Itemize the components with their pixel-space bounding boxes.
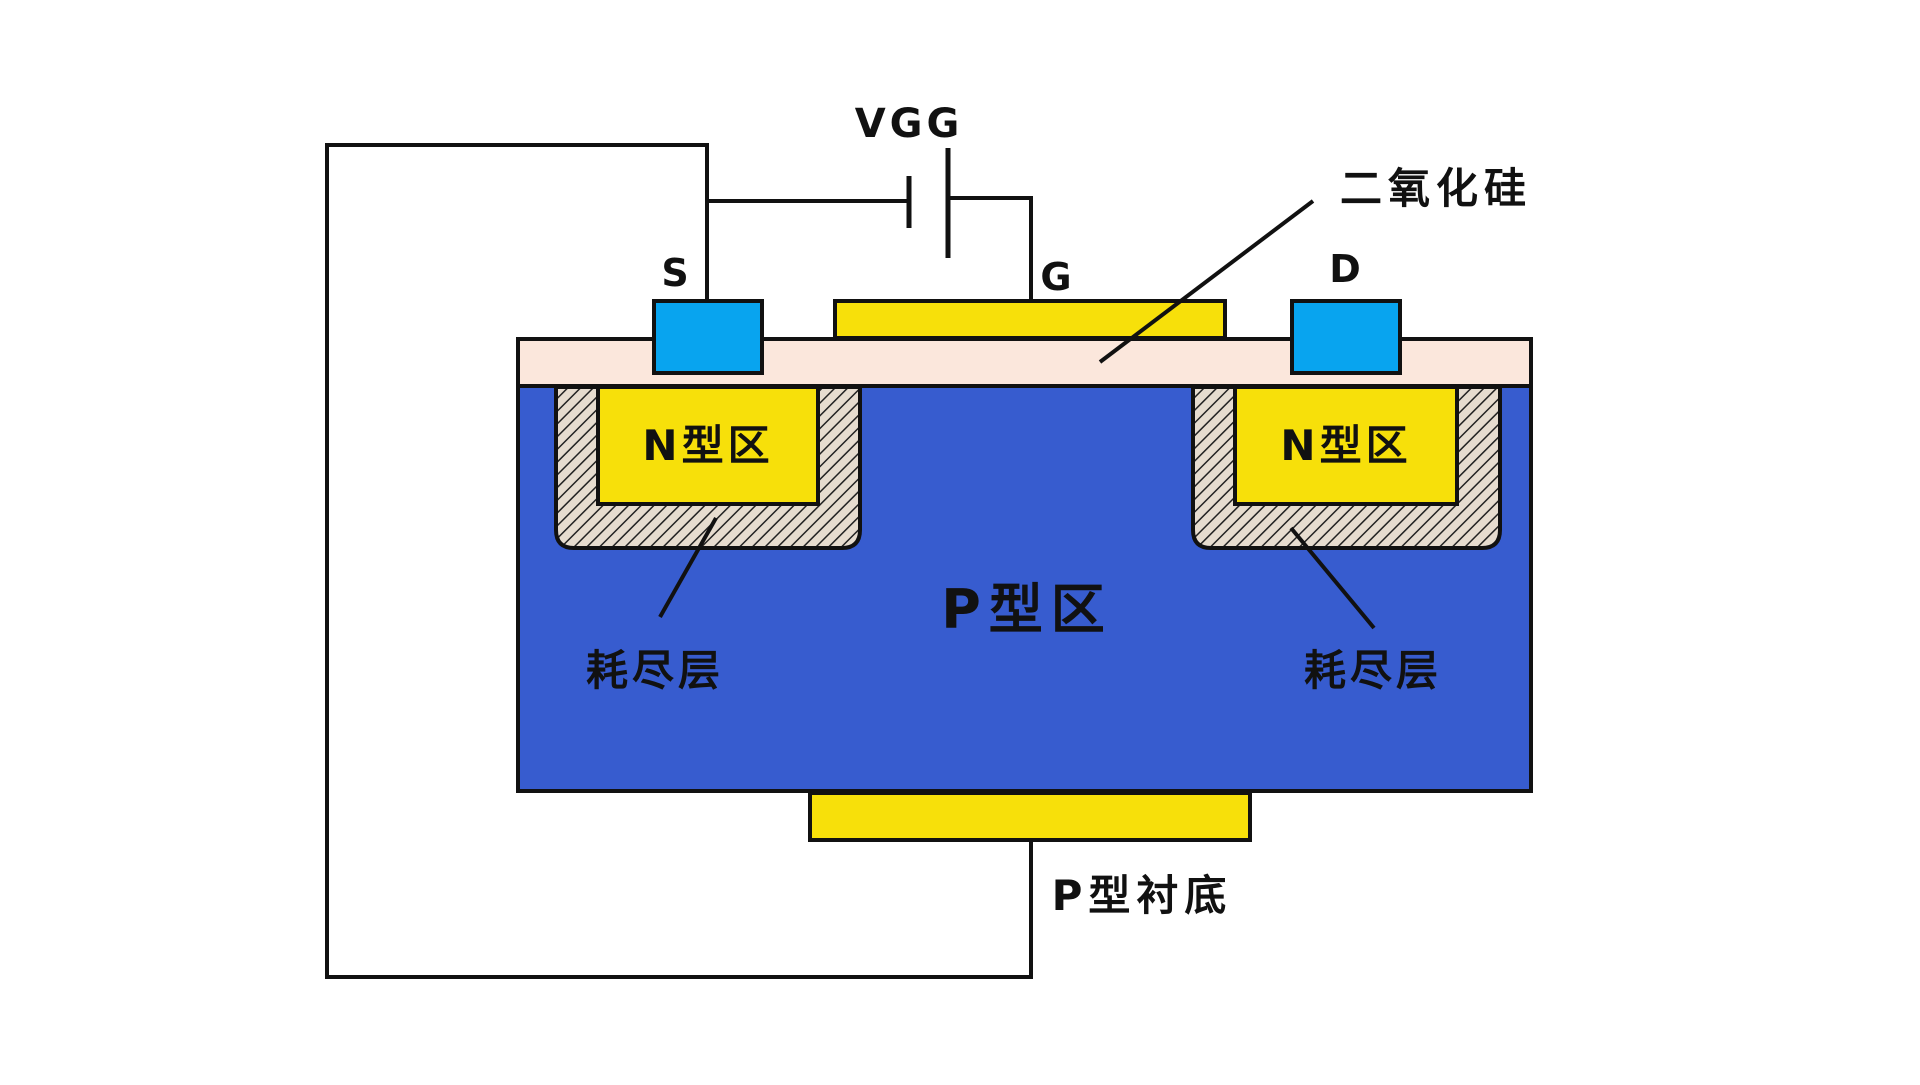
battery-to-gate-wire [948,196,1033,301]
n-region-right-label: N型区 [1280,421,1411,470]
drain-electrode [1290,299,1402,375]
substrate-wire [325,143,1033,979]
gate-label: G [1040,255,1071,299]
depletion-right-leader-line [1289,526,1376,630]
n-region-left-label: N型区 [642,421,773,470]
substrate-electrode [808,791,1252,842]
silicon-dioxide-label: 二氧化硅 [1340,164,1532,213]
oxide-leader-line [1098,199,1315,364]
source-electrode [652,299,764,375]
depletion-right-label: 耗尽层 [1304,646,1442,695]
vgg-label: VGG [855,101,964,147]
source-label: S [661,251,688,295]
p-substrate-label: P型衬底 [1052,871,1233,920]
circuit-wires [325,143,1033,979]
drain-label: D [1329,247,1361,291]
gate-electrode [833,299,1227,340]
vgg-battery-symbol [906,148,951,258]
n-region-right [1233,385,1459,506]
depletion-left-leader-line [658,517,718,618]
p-region-label: P型区 [941,578,1113,641]
depletion-left-label: 耗尽层 [586,646,724,695]
